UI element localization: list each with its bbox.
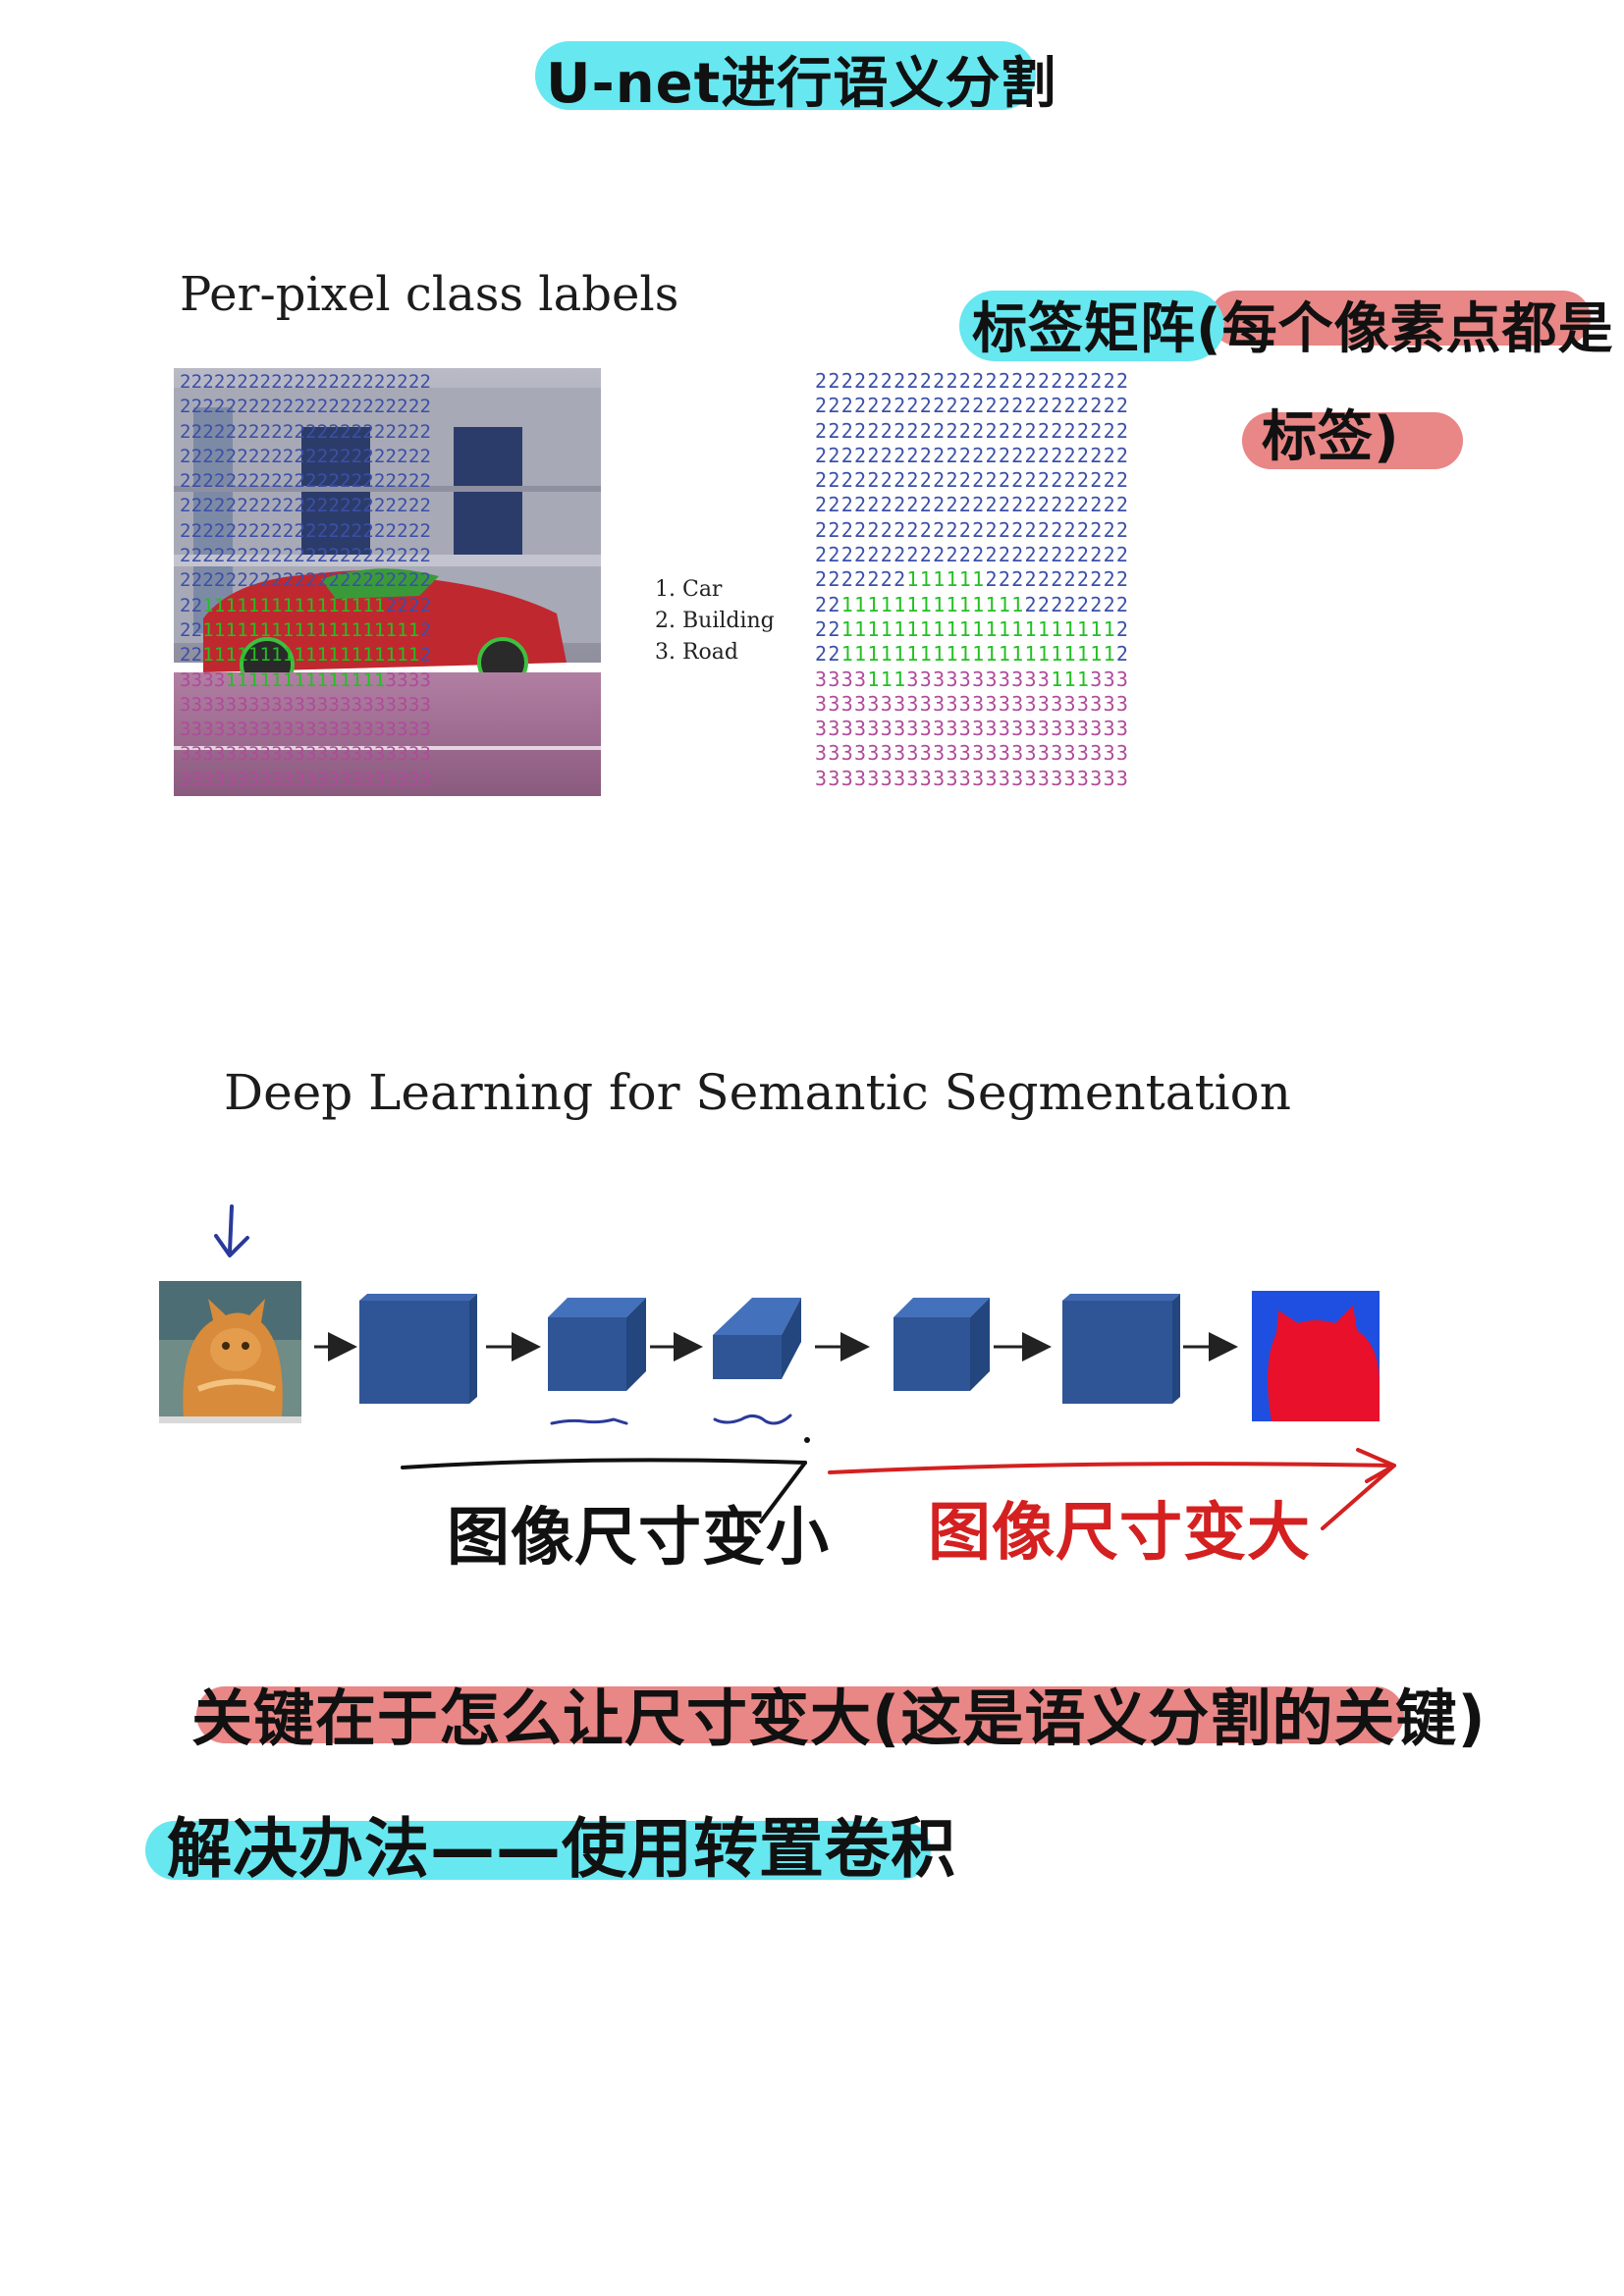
photo-overlay-row: 2222222222222222222222 — [180, 545, 432, 567]
label-matrix-row: 222222222222222222222222 — [815, 443, 1130, 467]
label-matrix-row: 222222222222222222222222 — [815, 394, 1130, 418]
legend-item-building: 2. Building — [655, 609, 775, 633]
feature-block-2 — [548, 1298, 646, 1391]
photo-overlay-row: 3333333333333333333333 — [180, 743, 432, 766]
solution-note: 解决办法——使用转置卷积 — [167, 1811, 956, 1887]
legend-item-road: 3. Road — [655, 640, 738, 665]
downsample-caption: 图像尺寸变小 — [447, 1502, 830, 1575]
photo-overlay-row: 2222222222222222222222 — [180, 569, 432, 592]
photo-overlay-row: 2222222222222222222222 — [180, 519, 432, 542]
feature-block-3 — [713, 1298, 801, 1379]
label-matrix-row: 333333333333333333333333 — [815, 741, 1130, 766]
downsample-arrow — [401, 1437, 810, 1523]
photo-overlay-row: 3333111111111111113333 — [180, 668, 432, 691]
label-matrix-row: 222222222222222222222222 — [815, 468, 1130, 493]
page-title: U-net进行语义分割 — [546, 52, 1057, 116]
upsample-caption: 图像尺寸变大 — [928, 1497, 1311, 1570]
solution-note-highlight — [145, 1821, 931, 1880]
label-matrix-row: 333333333333333333333333 — [815, 691, 1130, 716]
photo-overlay-row: 3333333333333333333333 — [180, 768, 432, 790]
photo-overlay-row: 2222222222222222222222 — [180, 396, 432, 418]
label-matrix-row: 333333333333333333333333 — [815, 717, 1130, 741]
label-note-highlight-2 — [959, 291, 1224, 361]
slide2-heading: Deep Learning for Semantic Segmentation — [224, 1064, 1291, 1121]
label-note-highlight-1 — [1210, 291, 1591, 346]
squiggle-annotation-1 — [550, 1417, 628, 1425]
legend-item-car: 1. Car — [655, 577, 723, 602]
upsample-arrow — [828, 1448, 1396, 1530]
street-photo-graphic — [174, 368, 601, 796]
feature-block-4 — [893, 1298, 990, 1391]
label-note-highlight-3 — [1242, 412, 1463, 469]
label-matrix-row: 221111111111111111111112 — [815, 616, 1130, 641]
label-matrix-row: 333333333333333333333333 — [815, 766, 1130, 790]
input-pointer-arrow-icon — [214, 1204, 249, 1257]
photo-overlay-row: 2222222222222222222222 — [180, 371, 432, 393]
cat-image-graphic — [159, 1281, 301, 1423]
key-note: 关键在于怎么让尺寸变大(这是语义分割的关键) — [191, 1682, 1487, 1754]
label-matrix-row: 222222222222222222222222 — [815, 517, 1130, 542]
label-matrix-row: 222222222222222222222222 — [815, 418, 1130, 443]
photo-overlay-row: 2222222222222222222222 — [180, 470, 432, 493]
photo-overlay-row: 2222222222222222222222 — [180, 445, 432, 467]
input-cat-image — [159, 1281, 301, 1423]
photo-overlay-row: 2211111111111111111112 — [180, 644, 432, 667]
photo-overlay-row: 2211111111111111111112 — [180, 618, 432, 641]
label-matrix-row: 222222211111122222222222 — [815, 567, 1130, 592]
label-matrix-row: 221111111111111122222222 — [815, 592, 1130, 616]
photo-overlay-row: 3333333333333333333333 — [180, 719, 432, 741]
squiggle-annotation-2 — [713, 1414, 792, 1425]
photo-overlay-row: 2222222222222222222222 — [180, 495, 432, 517]
label-matrix-row: 222222222222222222222222 — [815, 493, 1130, 517]
label-matrix-note-continued: 标签) — [1262, 405, 1400, 469]
output-segmentation-map — [1252, 1291, 1380, 1421]
network-diagram — [314, 1291, 1380, 1425]
slide1-heading: Per-pixel class labels — [180, 267, 679, 322]
photo-overlay-row: 3333333333333333333333 — [180, 693, 432, 716]
feature-block-1 — [359, 1294, 477, 1404]
title-highlight — [535, 41, 1036, 110]
key-note-highlight — [196, 1686, 1404, 1743]
label-matrix-row: 333311133333333333111333 — [815, 667, 1130, 691]
label-matrix-note: 标签矩阵(每个像素点都是 — [972, 297, 1614, 361]
label-matrix-row: 222222222222222222222222 — [815, 543, 1130, 567]
class-legend: 1. Car 2. Building 3. Road — [655, 574, 775, 668]
feature-block-5 — [1062, 1294, 1180, 1404]
photo-overlay-row: 2222222222222222222222 — [180, 420, 432, 443]
photo-overlay-row: 2211111111111111112222 — [180, 594, 432, 616]
label-matrix-row: 222222222222222222222222 — [815, 369, 1130, 393]
label-matrix-row: 221111111111111111111112 — [815, 642, 1130, 667]
